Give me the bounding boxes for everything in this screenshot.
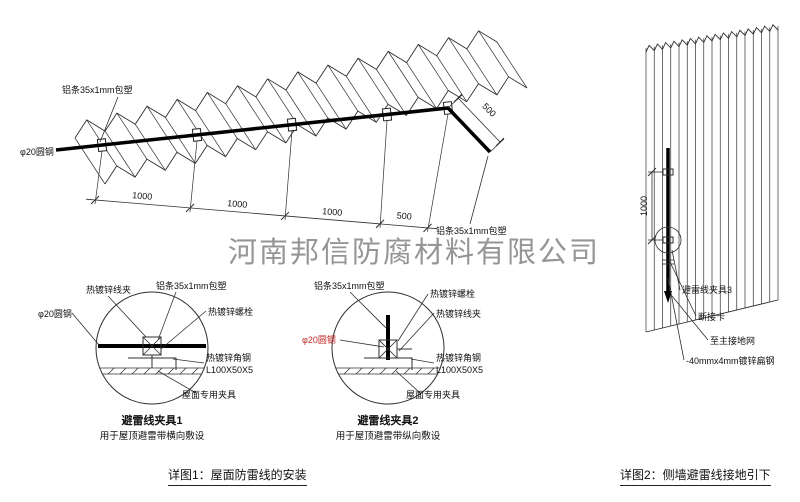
detail1-circle	[95, 291, 209, 405]
label-d1-strip: 铝条35x1mm包塑	[156, 280, 227, 291]
label-d2-angle1: 热镀锌角钢	[436, 352, 481, 363]
side-wall-view: 1000 避雷线夹具3 断接卡 至主接地网 -40mmx4mm镀锌扁钢	[639, 24, 779, 366]
dimension-1000-c: 1000	[322, 206, 343, 218]
label-strip-top: 铝条35x1mm包塑	[62, 84, 133, 95]
label-d2-strip: 铝条35x1mm包塑	[314, 280, 385, 291]
dimension-500-chain: 500	[396, 210, 412, 221]
detail-circle-1: 热镀锌线夹 铝条35x1mm包塑 热镀锌螺栓 φ20圆钢 热镀锌角钢 L100X…	[38, 280, 253, 442]
label-round-steel: φ20圆钢	[20, 146, 54, 157]
label-wall-flat-steel: -40mmx4mm镀锌扁钢	[686, 355, 775, 366]
caption-detail1-text: 详图1：屋面防雷线的安装	[168, 468, 307, 482]
corrugated-roof-panel	[74, 30, 528, 233]
detail2-circle	[331, 291, 445, 405]
detail1-title: 避雷线夹具1	[121, 413, 182, 427]
leader-strip-top	[99, 96, 119, 143]
leader-strip-bottom	[469, 155, 489, 225]
label-d2-clamp: 热镀锌线夹	[436, 308, 481, 319]
caption-detail1: 详图1：屋面防雷线的安装	[168, 466, 307, 486]
slope-dimension: 500	[447, 93, 505, 153]
label-d1-angle1: 热镀锌角钢	[206, 352, 251, 363]
roof-axonometric-view: 500 1000 1000 1000 500 铝条35x1mm包塑 φ20圆钢 …	[20, 30, 528, 236]
label-strip-bottom: 铝条35x1mm包塑	[436, 225, 507, 236]
detail1-angle-steel	[128, 357, 177, 370]
label-d2-roof-clamp: 屋面专用夹具	[406, 389, 460, 400]
label-d2-round: φ20圆钢	[302, 334, 336, 345]
caption-detail2: 详图2：侧墙避雷线接地引下	[620, 466, 771, 486]
corrugated-wall-panel	[645, 24, 779, 333]
dimension-1000-b: 1000	[227, 198, 248, 210]
label-d1-roof-clamp: 屋面专用夹具	[182, 389, 236, 400]
detail1-subtitle: 用于屋顶避雷带横向敷设	[100, 430, 205, 442]
label-wall-disconnect: 断接卡	[698, 311, 725, 322]
dimension-1000-a: 1000	[132, 190, 153, 202]
label-d2-angle2: L100X50X5	[436, 365, 483, 375]
label-wall-clamp3: 避雷线夹具3	[682, 284, 732, 295]
label-d1-bolt: 热镀锌螺栓	[208, 306, 253, 317]
label-d1-round: φ20圆钢	[38, 308, 72, 319]
label-wall-to-ground: 至主接地网	[710, 335, 755, 346]
dimension-500-slope: 500	[480, 101, 498, 119]
detail2-angle-steel	[364, 357, 413, 370]
roof-sheet-hatching	[107, 367, 435, 375]
detail2-subtitle: 用于屋顶避雷带纵向敷设	[336, 430, 441, 442]
detail-circle-2: 铝条35x1mm包塑 热镀锌螺栓 热镀锌线夹 φ20圆钢 热镀锌角钢 L100X…	[302, 280, 483, 442]
lightning-wire	[55, 106, 492, 154]
detail2-title: 避雷线夹具2	[357, 413, 418, 427]
caption-detail2-text: 详图2：侧墙避雷线接地引下	[620, 468, 771, 482]
dimension-1000-wall: 1000	[639, 196, 649, 216]
label-d1-angle2: L100X50X5	[206, 365, 253, 375]
label-d1-clamp: 热镀锌线夹	[86, 284, 131, 295]
label-d2-bolt: 热镀锌螺栓	[430, 288, 475, 299]
ground-arrow-icon	[664, 291, 672, 303]
